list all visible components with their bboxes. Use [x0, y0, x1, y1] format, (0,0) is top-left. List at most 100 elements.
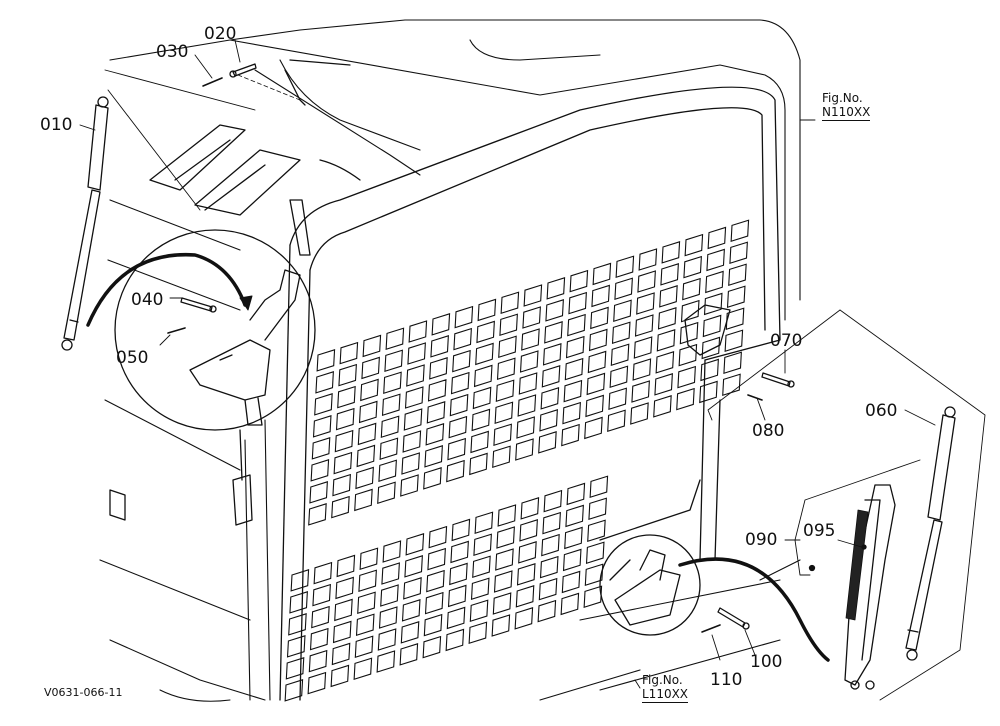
part-label-100: 100	[750, 652, 783, 672]
link-bracket	[109, 429, 253, 526]
mesh-cell	[613, 299, 632, 323]
mesh-cell	[401, 452, 420, 475]
mesh-cell	[636, 292, 655, 315]
mesh-cell	[381, 562, 400, 585]
mesh-cell	[493, 423, 512, 447]
part-label-040: 040	[131, 290, 164, 310]
mesh-cell	[566, 482, 586, 506]
mesh-cell	[447, 437, 466, 461]
mesh-cell	[355, 466, 374, 490]
detail-circle-upper	[114, 229, 316, 431]
mesh-cell	[701, 336, 721, 360]
mesh-cell	[377, 481, 396, 505]
callout-arrow-upper	[86, 252, 247, 327]
mesh-cell	[311, 605, 330, 629]
mesh-cell	[408, 320, 428, 343]
mesh-cell	[469, 452, 488, 476]
mesh-cell	[354, 635, 374, 659]
mesh-cell	[703, 292, 723, 316]
mesh-cell	[472, 386, 492, 410]
mesh-cell	[498, 335, 517, 359]
mesh-cell	[473, 533, 492, 557]
mesh-cell	[361, 356, 380, 380]
mesh-cell	[358, 400, 378, 424]
mesh-cell	[334, 429, 354, 453]
mesh-cell	[561, 570, 581, 594]
mesh-cell	[404, 555, 423, 578]
mesh-cell	[608, 387, 627, 411]
drawing-code: V0631-066-11	[44, 686, 123, 699]
hinge-bracket-lower	[609, 549, 681, 626]
mesh-cell	[378, 459, 397, 483]
mesh-cell	[496, 357, 516, 381]
mesh-cell	[290, 569, 310, 592]
mesh-cell	[537, 599, 557, 623]
mesh-cell	[357, 422, 377, 446]
mesh-cell	[492, 592, 512, 615]
mesh-cell	[677, 365, 696, 389]
mesh-cell	[684, 233, 704, 257]
mesh-cell	[585, 541, 605, 565]
mesh-cell	[454, 305, 474, 329]
mesh-cell	[614, 277, 633, 301]
mesh-cell	[541, 533, 560, 557]
mesh-cell	[726, 285, 746, 309]
mesh-cell	[383, 371, 402, 395]
mesh-cell	[560, 592, 580, 616]
mesh-cell	[588, 497, 607, 521]
mesh-cell	[424, 445, 443, 468]
mesh-cell	[476, 320, 495, 344]
cab-frame	[99, 19, 801, 702]
mesh-cell	[331, 642, 351, 666]
mesh-cell	[380, 584, 399, 607]
mesh-cell	[682, 277, 701, 301]
mesh-cell	[477, 298, 497, 322]
mesh-cell	[500, 291, 520, 315]
mesh-cell	[661, 241, 681, 264]
mesh-cell	[430, 335, 449, 358]
mesh-cell	[587, 519, 606, 543]
mesh-cell	[330, 664, 350, 688]
mesh-cell	[449, 393, 469, 417]
mesh-cell	[653, 395, 672, 418]
mesh-cell	[563, 379, 583, 403]
mesh-cell	[499, 313, 518, 337]
mesh-cell	[424, 591, 444, 615]
mesh-cell	[357, 591, 376, 615]
mesh-cell	[470, 430, 489, 454]
mesh-cell	[401, 599, 421, 622]
fig-ref-bottom-line1: Fig.No.	[642, 673, 683, 687]
mesh-cell	[543, 489, 563, 513]
mesh-cell	[376, 650, 396, 673]
leader-lines	[79, 39, 936, 689]
mesh-cell	[585, 394, 604, 418]
mesh-cell	[705, 270, 724, 294]
mesh-cell	[475, 342, 494, 366]
mesh-cell	[399, 643, 419, 666]
mesh-cell	[631, 380, 650, 403]
mesh-cell	[519, 519, 538, 542]
mesh-cell	[611, 321, 631, 345]
mesh-cell	[378, 606, 398, 629]
mesh-cell	[427, 379, 447, 402]
mesh-cell	[333, 451, 353, 475]
mesh-cell	[452, 349, 471, 373]
mesh-cell	[400, 474, 419, 497]
mesh-cell	[515, 438, 534, 461]
mesh-cell	[431, 313, 451, 336]
mesh-cell	[316, 349, 336, 372]
part-label-095: 095	[803, 521, 836, 541]
mesh-cell	[423, 613, 443, 637]
mesh-cell	[610, 343, 630, 367]
mesh-cell	[591, 284, 610, 308]
mesh-cell	[312, 415, 332, 438]
mesh-cell	[519, 350, 539, 373]
mesh-cell	[683, 255, 702, 279]
mesh-cell	[565, 335, 585, 359]
mesh-cell	[311, 437, 331, 460]
mesh-cell	[539, 555, 559, 579]
mesh-cell	[450, 371, 470, 395]
mesh-cell	[544, 321, 563, 344]
mesh-cell	[561, 423, 580, 447]
